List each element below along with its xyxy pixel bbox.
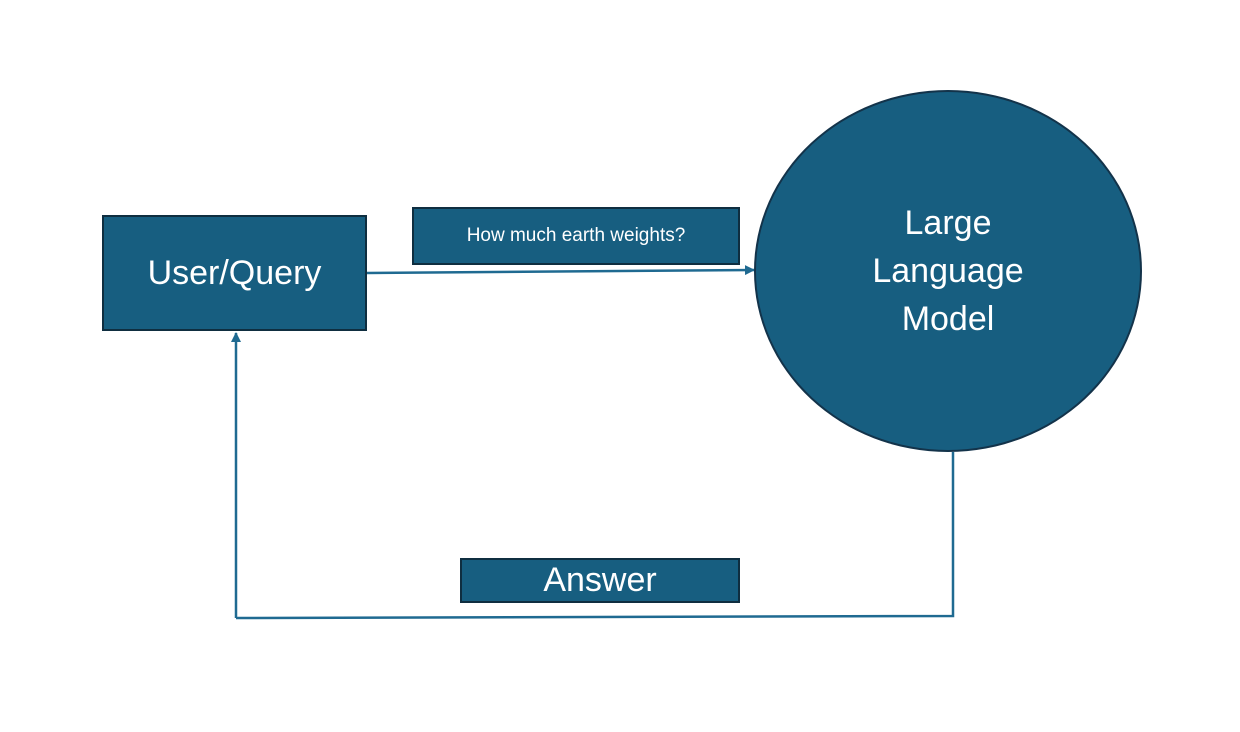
user-query-label: User/Query — [147, 253, 322, 292]
answer-label: Answer — [543, 561, 657, 599]
llm-label-line-1: Large — [904, 204, 992, 242]
user-query-node: User/Query — [102, 215, 367, 331]
llm-to-user-return-line — [235, 452, 955, 620]
query-text: How much earth weights? — [466, 225, 686, 246]
llm-node: Large Language Model — [754, 90, 1142, 452]
query-to-llm-arrow — [366, 265, 755, 276]
answer-label-node: Answer — [460, 558, 740, 603]
llm-label-line-2: Language — [872, 252, 1024, 290]
query-text-label: How much earth weights? — [412, 207, 740, 265]
llm-label-line-3: Model — [901, 300, 995, 338]
